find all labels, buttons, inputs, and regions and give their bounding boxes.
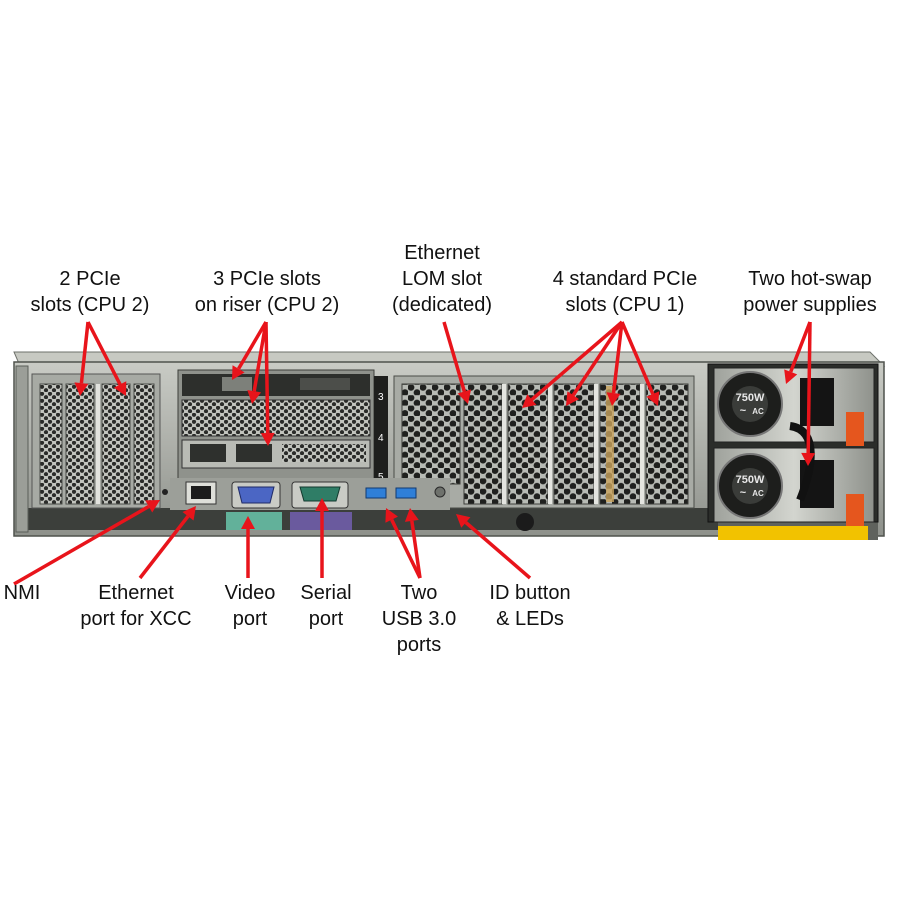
psu-glyph: ~ — [740, 405, 747, 417]
arrow-icon — [410, 520, 422, 579]
psu-type: AC — [752, 489, 764, 498]
label-pcie-slots-cpu1: 4 standard PCIe slots (CPU 1) — [540, 266, 710, 318]
arrow-icon — [138, 515, 190, 580]
label-line: slots (CPU 2) — [30, 294, 150, 316]
psu-1 — [713, 367, 875, 446]
riser-cage — [177, 369, 388, 484]
arrow-head-icon — [784, 369, 798, 384]
arrow-head-icon — [145, 500, 160, 513]
arrow-head-icon — [241, 516, 255, 529]
riser-slot-number: 5 — [378, 472, 384, 483]
label-pcie-slots-cpu2: 2 PCIe slots (CPU 2) — [20, 266, 160, 318]
arrow-icon — [530, 320, 624, 401]
riser-slot-number: 3 — [378, 392, 384, 403]
arrow-head-icon — [113, 381, 127, 396]
arrow-head-icon — [522, 394, 537, 408]
label-line: LOM slot — [401, 268, 483, 290]
label-line: Ethernet — [404, 242, 480, 264]
arrow-head-icon — [606, 392, 621, 406]
arrow-head-icon — [74, 382, 89, 396]
label-line: ID button — [489, 582, 571, 604]
psu-glyph: ~ — [740, 487, 747, 499]
label-line: ports — [396, 634, 442, 656]
label-line: slots (CPU 1) — [565, 294, 685, 316]
arrow-icon — [79, 321, 90, 384]
arrow-icon — [464, 521, 532, 580]
arrow-head-icon — [247, 390, 262, 404]
pcie-cage-cpu2 — [31, 373, 161, 509]
label-line: 3 PCIe slots — [213, 268, 321, 290]
psu-rating-text: 750W ~ AC 750W ~ AC — [736, 392, 765, 499]
psu-rating: 750W — [736, 392, 765, 404]
serial-port-icon — [291, 481, 349, 509]
label-line: port — [308, 608, 344, 630]
riser-slot-number: 4 — [378, 433, 384, 444]
label-line: Video — [224, 582, 276, 604]
label-id-button: ID button & LEDs — [474, 580, 586, 632]
label-line: USB 3.0 — [381, 608, 457, 630]
vga-port-icon — [231, 481, 281, 509]
arrow-icon — [390, 518, 422, 579]
arrow-head-icon — [182, 506, 196, 521]
label-line: Serial — [300, 582, 352, 604]
label-ethernet-xcc: Ethernet port for XCC — [66, 580, 206, 632]
label-line: (dedicated) — [391, 294, 493, 316]
arrow-icon — [13, 504, 150, 586]
arrow-head-icon — [232, 365, 245, 380]
riser-slot-numbers: 3 4 5 — [378, 392, 384, 483]
label-line: Two — [400, 582, 438, 604]
label-serial-port: Serial port — [288, 580, 364, 632]
label-power-supplies: Two hot-swap power supplies — [726, 266, 894, 318]
label-video-port: Video port — [212, 580, 288, 632]
label-usb-ports: Two USB 3.0 ports — [368, 580, 470, 658]
rear-io — [162, 478, 534, 531]
label-line: Ethernet — [98, 582, 174, 604]
label-line: & LEDs — [496, 608, 564, 630]
arrow-icon — [620, 321, 655, 395]
power-supplies — [707, 363, 879, 540]
arrow-icon — [252, 321, 268, 392]
id-button-icon — [434, 486, 446, 498]
label-line: port — [232, 608, 268, 630]
usb-port-icon — [365, 487, 417, 499]
psu-rating: 750W — [736, 474, 765, 486]
arrow-icon — [806, 321, 812, 454]
arrow-icon — [86, 321, 122, 386]
arrow-head-icon — [315, 498, 329, 511]
label-line: 4 standard PCIe — [552, 268, 698, 290]
label-line: NMI — [3, 582, 41, 604]
label-line: port for XCC — [80, 608, 192, 630]
arrow-icon — [571, 321, 624, 397]
arrow-head-icon — [260, 432, 275, 446]
arrow-icon — [237, 321, 268, 370]
arrow-icon — [789, 321, 812, 373]
arrow-head-icon — [646, 391, 660, 406]
label-line: power supplies — [743, 294, 877, 316]
psu-2 — [713, 447, 875, 528]
psu-type: AC — [752, 407, 764, 416]
rj45-port-icon — [185, 481, 217, 505]
arrow-icon — [611, 321, 624, 394]
label-nmi: NMI — [0, 580, 44, 606]
arrow-head-icon — [801, 452, 816, 466]
label-lom-slot: Ethernet LOM slot (dedicated) — [378, 240, 506, 318]
arrow-head-icon — [404, 508, 419, 522]
label-line: 2 PCIe — [59, 268, 121, 290]
arrow-head-icon — [457, 389, 472, 404]
label-line: Two hot-swap — [748, 268, 872, 290]
arrow-icon — [442, 321, 467, 393]
video-strip — [226, 512, 282, 530]
label-line: on riser (CPU 2) — [194, 294, 340, 316]
nmi-button-icon — [162, 489, 168, 495]
arrow-head-icon — [566, 391, 580, 406]
label-riser-slots: 3 PCIe slots on riser (CPU 2) — [178, 266, 356, 318]
arrow-head-icon — [385, 508, 398, 523]
arrow-icon — [264, 321, 270, 434]
arrow-head-icon — [456, 514, 471, 528]
callout-arrows — [13, 320, 816, 586]
